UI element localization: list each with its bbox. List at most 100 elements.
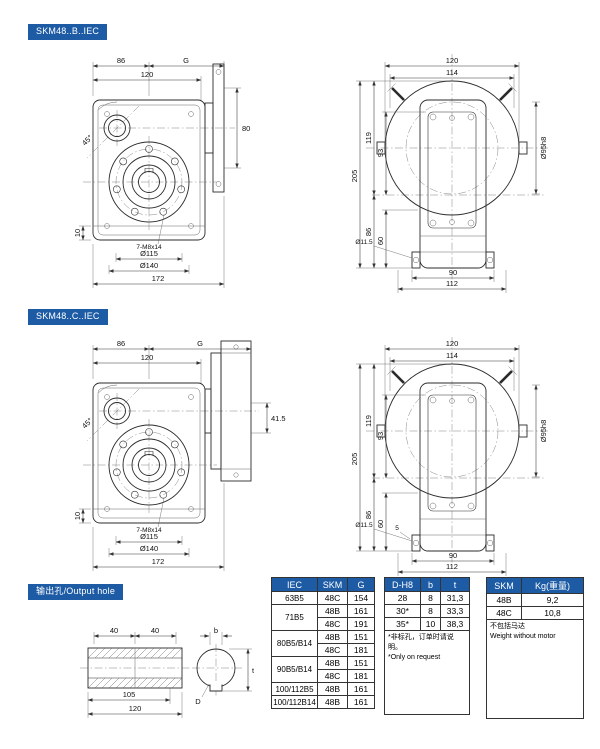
iec-b5-flange [204,63,225,193]
bore-dimensions-table: D-H8 b t 28 8 31,3 30* 8 33,3 35* 10 38,… [384,577,470,715]
cell-skm: 48B [317,630,348,644]
cell-skm: 48C [317,617,348,631]
gearbox-body-side [411,99,495,269]
dim-90: 90 [449,551,457,560]
dim-bolt-callout: 7-M8x14 [136,244,162,251]
cell-d: 35* [384,617,421,631]
cell-t: 31,3 [440,591,470,605]
output-flange-face [83,419,217,513]
dim-120: 120 [141,353,154,362]
dim-60: 60 [376,520,385,528]
iec-c-flange [204,340,252,482]
dimensions: 120 114 205 119 93 86 60 90 [350,56,548,293]
cell-g: 181 [347,669,375,683]
cell-iec: 100/112B14 [271,695,318,709]
dim-205: 205 [350,170,359,183]
dim-t: t [252,666,255,675]
dim-5: 5 [395,525,399,532]
table-row: 100/112B14 48B 161 [271,695,375,709]
table-row: 48C 181 [272,643,375,657]
cell-b: 8 [420,604,441,618]
hollow-shaft-section: 40 40 105 120 [80,626,190,718]
dim-93: 93 [376,149,385,157]
cell-iec: 80B5/B14 [271,630,318,657]
dim-d140: Ø140 [140,261,158,270]
motor-flange-circle [366,337,548,567]
cell-iec: 71B5 [271,604,318,631]
dim-86: 86 [364,511,373,519]
cell-skm: 48C [317,669,348,683]
dim-80: 80 [242,124,250,133]
section-label-skm48-c: SKM48..C..IEC [28,309,108,325]
dim-41-5: 41.5 [271,414,286,423]
table-header-row: D-H8 b t [384,577,470,592]
output-hole-detail: 40 40 105 120 b t D [80,626,255,718]
dim-112: 112 [446,562,458,571]
table-row: 35* 10 38,3 [384,617,470,631]
table-footnote-row: *非标孔，订单时请说明。 *Only on request [384,630,470,715]
dim-b: b [214,626,218,635]
skm48-b-front-view: 86 G 120 80 45° 10 7-M8x14 Ø115 Ø140 [73,56,250,288]
iec-flange-g-table: IEC SKM G 63B5 48C 154 71B5 48B 161 48C … [271,577,375,709]
dimensions: 86 G 120 80 45° 10 7-M8x14 Ø115 Ø140 [73,56,250,288]
cell-g: 161 [347,604,375,618]
cell-iec: 90B5/B14 [271,656,318,683]
table-row: 48B 9,2 [486,593,584,607]
col-header-b: b [420,577,441,592]
cell-skm: 48B [486,593,522,607]
cell-skm: 48C [486,606,522,620]
cell-t: 33,3 [440,604,470,618]
cell-iec: 63B5 [271,591,318,605]
section-label-skm48-b: SKM48..B..IEC [28,24,108,40]
table-row: 48C 10,8 [486,606,584,620]
dimensions: 86 G 120 41.5 45° 10 7-M8x14 Ø115 Ø140 [73,339,286,571]
dim-d11-5: Ø11.5 [355,239,373,246]
bore-keyway-section: b t D [192,626,255,706]
dim-45deg: 45° [80,416,94,430]
dim-90: 90 [449,268,457,277]
dim-10: 10 [73,229,82,237]
col-header-kg: Kg(重量) [521,577,584,594]
dim-d115: Ø115 [140,249,158,258]
footnote-zh: 不包括马达 [490,623,525,630]
cell-kg: 10,8 [521,606,584,620]
dim-120: 120 [446,56,459,65]
section-label-output-hole: 输出孔/Output hole [28,584,124,600]
dim-105: 105 [123,690,136,699]
cell-g: 181 [347,643,375,657]
dim-172: 172 [152,274,165,283]
dim-120: 120 [129,704,142,713]
skm48-c-front-view: 86 G 120 41.5 45° 10 7-M8x14 Ø115 Ø140 [73,339,286,571]
dim-D: D [195,697,201,706]
dim-120: 120 [446,339,459,348]
footnote-cell: *非标孔，订单时请说明。 *Only on request [384,630,470,715]
dim-172: 172 [152,557,165,566]
cell-g: 161 [347,682,375,696]
cell-t: 38,3 [440,617,470,631]
table-row: 80B5/B14 48B 151 [271,630,375,657]
col-header-skm: SKM [486,577,522,594]
dim-93: 93 [376,432,385,440]
dim-40-left: 40 [110,626,118,635]
cell-skm: 48B [317,656,348,670]
motor-flange-circle [366,54,548,284]
cell-g: 151 [347,656,375,670]
dim-119: 119 [364,132,373,144]
gearbox-body [92,382,206,524]
dim-10: 10 [73,512,82,520]
footnote-cell: 不包括马达 Weight without motor [486,619,584,719]
dim-d140: Ø140 [140,544,158,553]
dim-d11-5: Ø11.5 [355,522,373,529]
table-row: 71B5 48B 161 [271,604,375,631]
dim-114: 114 [446,351,458,360]
input-bore [86,101,235,159]
table-header-row: IEC SKM G [271,577,375,592]
dimensions: 120 114 205 119 93 86 60 5 90 [350,339,548,576]
dim-d115: Ø115 [140,532,158,541]
table-row: 100/112B5 48B 161 [271,682,375,696]
cell-g: 191 [347,617,375,631]
dim-G: G [183,56,189,65]
cell-skm: 48C [317,643,348,657]
dim-G: G [197,339,203,348]
